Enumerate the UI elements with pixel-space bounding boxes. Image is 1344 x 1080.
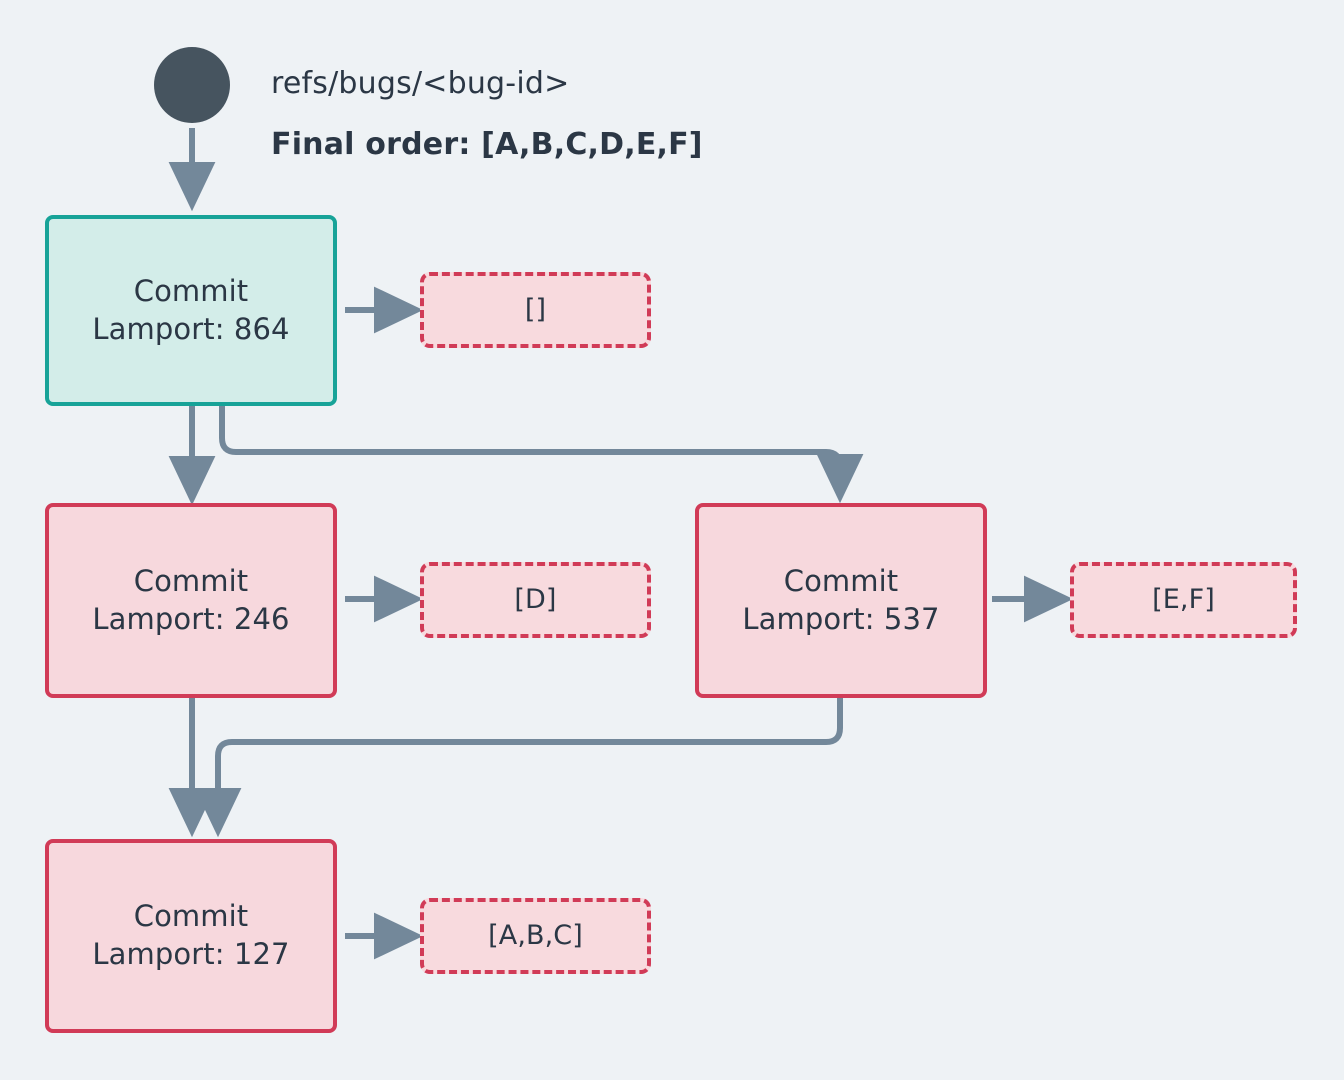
order-box-864-value: []	[524, 294, 547, 326]
commit-864-line1: Commit	[133, 273, 249, 308]
order-box-127[interactable]: [A,B,C]	[420, 898, 651, 974]
order-box-246-value: [D]	[514, 584, 557, 616]
start-dot[interactable]	[154, 47, 230, 123]
commit-node-537[interactable]: Commit Lamport: 537	[695, 503, 987, 698]
order-box-246[interactable]: [D]	[420, 562, 651, 638]
commit-node-864[interactable]: Commit Lamport: 864	[45, 215, 337, 406]
edge-commit-864-to-commit-537	[219, 406, 864, 504]
commit-246-line1: Commit	[133, 563, 249, 598]
commit-127-line1: Commit	[133, 899, 249, 934]
commit-246-line2: Lamport: 246	[92, 601, 290, 636]
order-box-127-value: [A,B,C]	[488, 920, 583, 952]
order-box-864[interactable]: []	[420, 272, 651, 348]
order-box-537-value: [E,F]	[1152, 584, 1215, 616]
commit-node-246[interactable]: Commit Lamport: 246	[45, 503, 337, 698]
commit-537-line1: Commit	[783, 563, 899, 598]
edge-commit-537-to-commit-127	[194, 698, 843, 838]
commit-node-127[interactable]: Commit Lamport: 127	[45, 839, 337, 1033]
commit-537-line2: Lamport: 537	[742, 601, 940, 636]
ref-path-label: refs/bugs/<bug-id>	[271, 66, 570, 101]
order-box-537[interactable]: [E,F]	[1070, 562, 1297, 638]
final-order-label: Final order: [A,B,C,D,E,F]	[271, 127, 703, 162]
commit-127-line2: Lamport: 127	[92, 937, 290, 971]
commit-864-line2: Lamport: 864	[92, 311, 290, 346]
